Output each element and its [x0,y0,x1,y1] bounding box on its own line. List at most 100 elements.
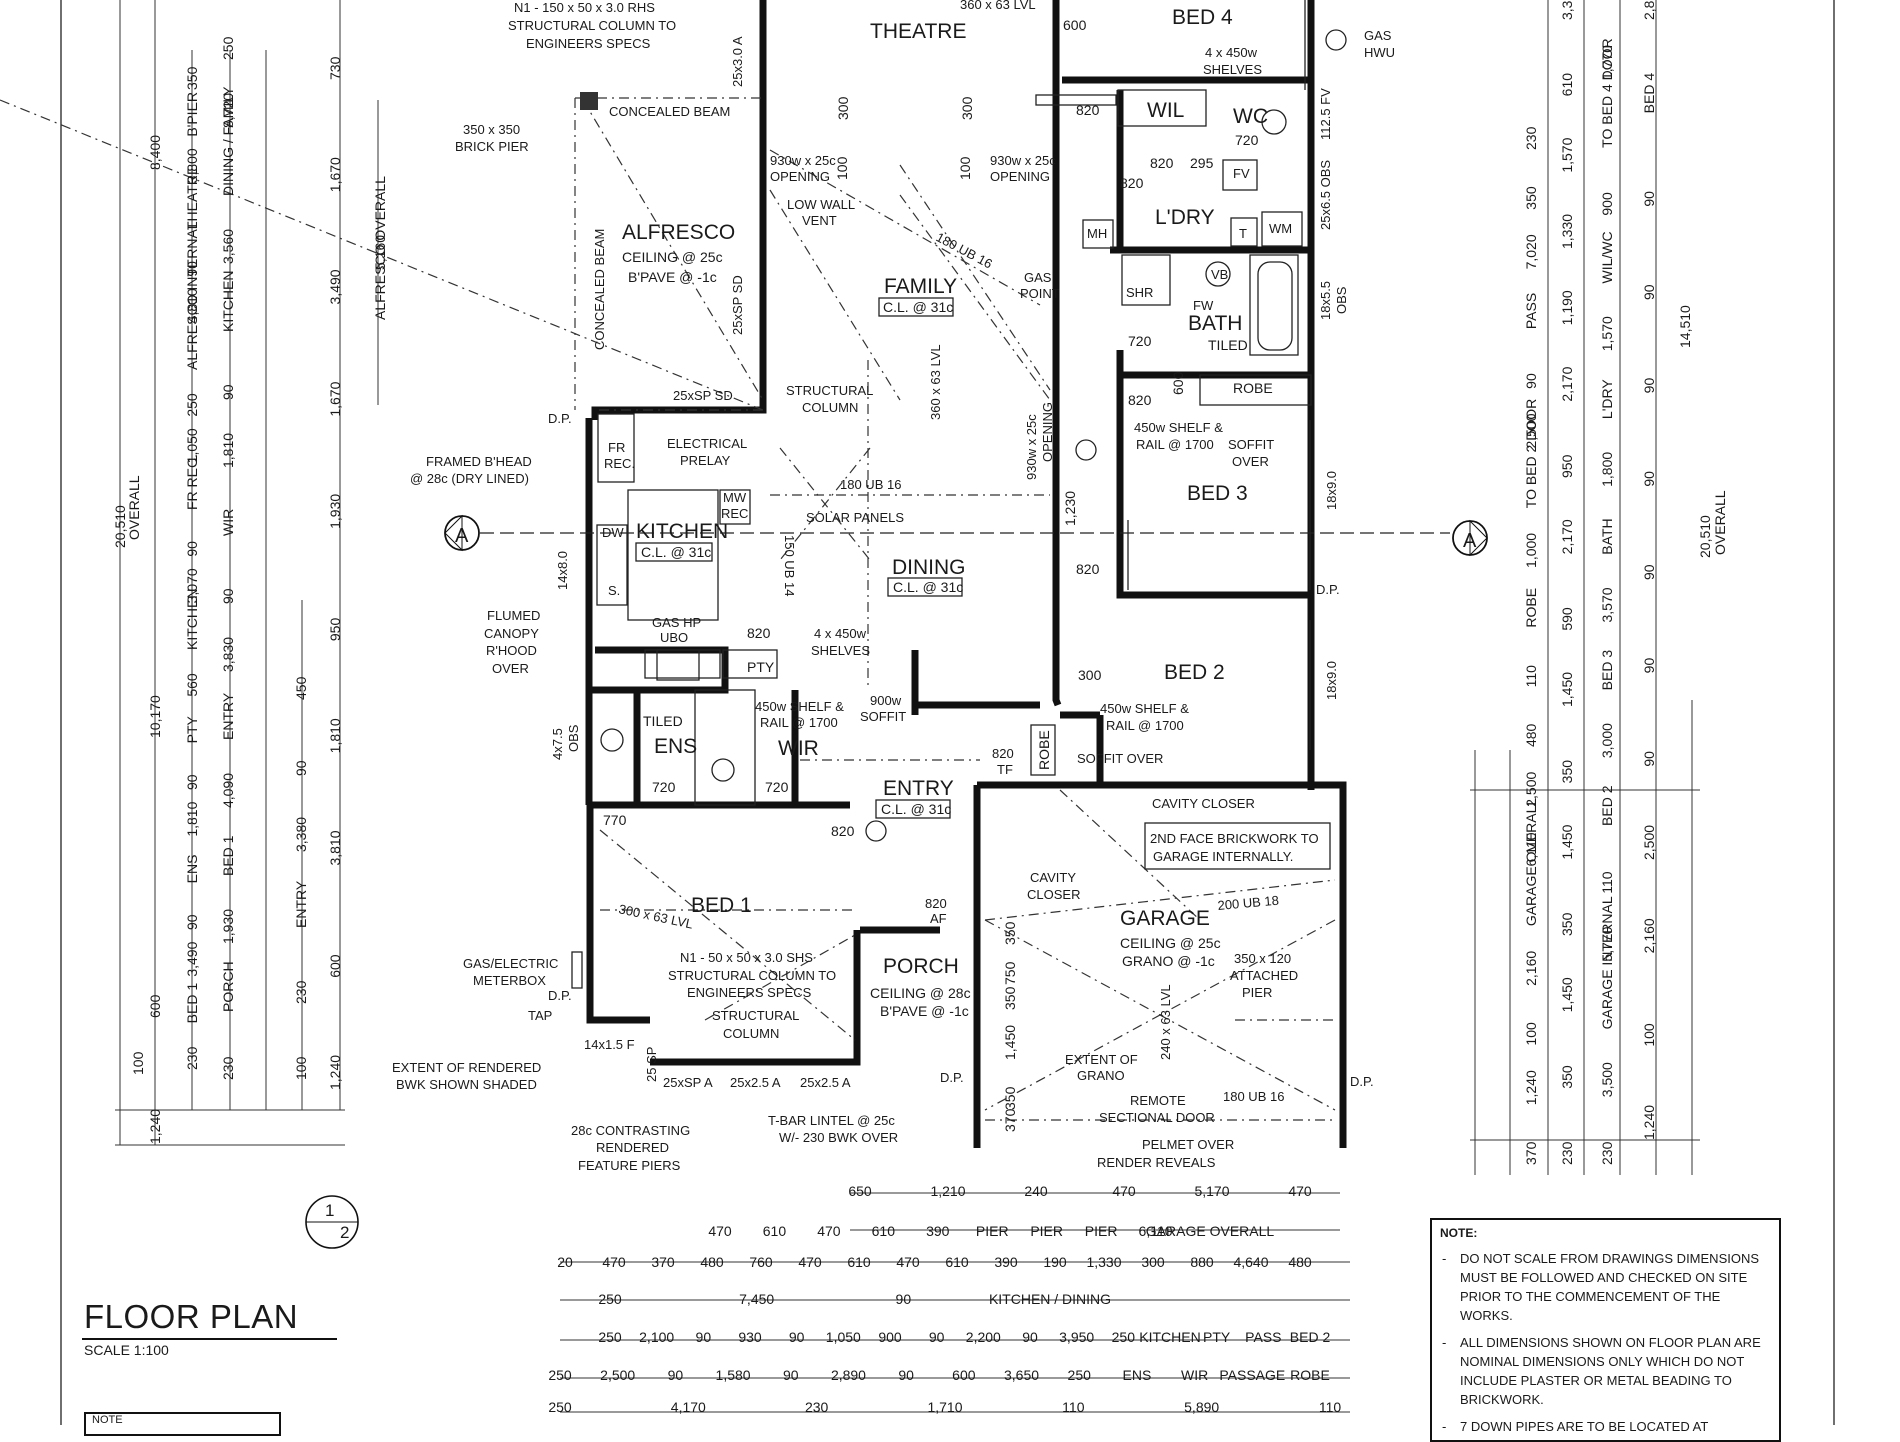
label-rhood: R'HOOD [486,643,537,658]
dimension-label: 90 [220,384,236,400]
label-low-wall: LOW WALL [787,197,855,212]
dimension-label: 2,170 [1559,366,1575,401]
dimension-label: 6,110 [1523,832,1539,866]
dimension-label: KITCHEN / DINING [989,1291,1111,1307]
label-extent-rendered-2: BWK SHOWN SHADED [396,1077,537,1092]
dimension-label: 900 [878,1329,902,1345]
label-bed4-shelves: SHELVES [1203,62,1262,77]
dimension-label: 350 [1559,912,1575,936]
dimension-label: 1,210 [930,1183,965,1199]
door-width-label: 295 [1190,155,1214,171]
label-n1-column-bottom-3: ENGINEERS SPECS [687,985,812,1000]
dimension-label: 950 [1559,454,1575,478]
dimension-label: 250 [184,393,200,417]
family-cl: C.L. @ 31c [883,299,953,315]
label-obs-14x80: 14x8.0 [555,551,570,590]
right-dim-14510: 14,510 [1677,305,1693,348]
dimension-label: 3,490 [184,941,200,976]
label-framed-bhead: FRAMED B'HEAD [426,454,532,469]
dimension-label: 230 [184,1046,200,1070]
label-af: AF [930,911,947,926]
label-lvl-vertical: 360 x 63 LVL [928,344,943,420]
alfresco-pave: B'PAVE @ -1c [628,269,717,285]
label-attached-pier: ATTACHED [1230,968,1298,983]
label-opening-c: OPENING [1040,402,1055,462]
dimension-label: 2,500 [1523,413,1539,448]
label-obs-4x75: 4x7.5 [550,728,565,760]
label-solar-panels: SOLAR PANELS [806,510,904,525]
label-vent: VENT [802,213,837,228]
dimension-label: 250 [548,1399,572,1415]
dimension-label: 1,330 [1086,1254,1121,1270]
dimension-label: ENS [184,855,200,884]
bath-tiled: TILED [1208,337,1248,353]
dimension-label: 4,640 [1233,1254,1268,1270]
dimension-label: 2,160 [1523,951,1539,986]
label-wir-rail: RAIL @ 1700 [760,715,838,730]
dimension-label: KITCHEN [1139,1329,1200,1345]
door-width-label: 370 [1002,1108,1018,1132]
dimension-label: PORCH [220,961,236,1012]
ensuite-wc [711,758,735,782]
room-garage: GARAGE [1120,907,1210,930]
dimension-label: 1,580 [716,1367,751,1383]
dimension-label: 1,800 [1599,452,1615,487]
dimension-label: 1,710 [927,1399,962,1415]
beam-lines [0,97,1336,1121]
dimension-label: BED 2 [1290,1329,1331,1345]
label-pty-shelves-size: 4 x 450w [814,626,867,641]
label-obs-18x90: 18x9.0 [1324,471,1339,510]
door-widths: 600 820 820 820 295 720 720 820 600 1,23… [603,17,1259,1132]
dimension-label: 90 [1022,1329,1038,1345]
door-width-label: 350 [1002,921,1018,945]
label-dw: DW [602,525,624,540]
dimension-label: 2,160 [1641,918,1657,953]
door-width-label: 1,230 [1062,491,1078,526]
label-af-820: 820 [925,896,947,911]
dimension-label: 590 [1559,607,1575,631]
label-opening-b: OPENING [990,169,1050,184]
door-width-label: 300 [1078,667,1102,683]
brick-pier-mark [580,92,598,110]
label-soffit: SOFFIT [860,709,906,724]
door-width-label: 820 [1076,561,1100,577]
door-width-label: 750 [1002,961,1018,985]
label-dp-bed1: D.P. [548,988,572,1003]
dimension-label: 100 [293,1056,309,1080]
dimension-label: 1,240 [1641,1105,1657,1140]
label-gas-hp: GAS HP [652,615,701,630]
dimension-label: 5,770 [1599,926,1615,961]
label-extent-rendered: EXTENT OF RENDERED [392,1060,541,1075]
label-remote-door: REMOTE [1130,1093,1186,1108]
dimension-label: BED 2 [1599,785,1615,826]
label-opening-a: OPENING [770,169,830,184]
dimension-label: 90 [696,1329,712,1345]
dimension-label: WIR [220,509,236,536]
dimension-label: 350 [184,66,200,90]
dimension-label: 470 [817,1223,841,1239]
left-dim-100: 100 [130,1051,146,1075]
dimension-label: WIR [1181,1367,1208,1383]
label-tbar-lintel-2: W/- 230 BWK OVER [779,1130,898,1145]
fixtures [600,29,1347,842]
dimension-label: 3,490 [327,269,343,304]
dimension-label: 1,450 [1559,977,1575,1012]
dimension-label: 7,020 [1523,234,1539,269]
label-contrasting: 28c CONTRASTING [571,1123,690,1138]
dimension-label: 1,670 [327,381,343,416]
dimension-label: 7,450 [739,1291,774,1307]
dimension-label: 2,200 [966,1329,1001,1345]
label-second-face: 2ND FACE BRICKWORK TO [1150,831,1319,846]
dimension-label: 90 [1641,471,1657,487]
label-meterbox: METERBOX [473,973,546,988]
label-lvl-240: 240 x 63 LVL [1158,984,1173,1060]
second-face-box [1144,822,1331,870]
dimension-label: 90 [1641,751,1657,767]
dimension-label: 5,170 [1194,1183,1229,1199]
label-structural-column: STRUCTURAL [786,383,873,398]
label-bed4-shelves-size: 4 x 450w [1205,45,1258,60]
label-remote-door-2: SECTIONAL DOOR [1099,1110,1215,1125]
label-second-face-2: GARAGE INTERNALLY. [1153,849,1293,864]
drawing-scale: SCALE 1:100 [84,1342,169,1358]
dimension-label: 4,170 [671,1399,706,1415]
